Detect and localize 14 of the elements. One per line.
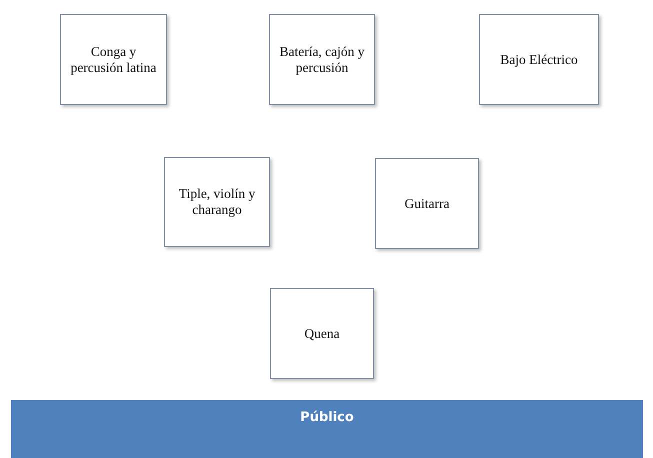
node-label: Público xyxy=(300,410,354,426)
node-label: Bajo Eléctrico xyxy=(500,52,578,68)
node-label: Batería, cajón y percusión xyxy=(278,44,366,76)
instrument-box xyxy=(270,288,374,379)
instrument-box xyxy=(164,157,270,247)
audience-bar xyxy=(11,400,643,458)
instrument-box xyxy=(269,14,375,105)
instrument-box xyxy=(60,14,167,105)
instrument-box xyxy=(375,158,479,249)
node-label: Guitarra xyxy=(404,196,450,212)
instrument-box xyxy=(479,14,599,105)
node-label: Quena xyxy=(304,326,340,342)
node-label: Tiple, violín y charango xyxy=(178,186,256,218)
node-label: Conga y percusión latina xyxy=(70,44,158,76)
